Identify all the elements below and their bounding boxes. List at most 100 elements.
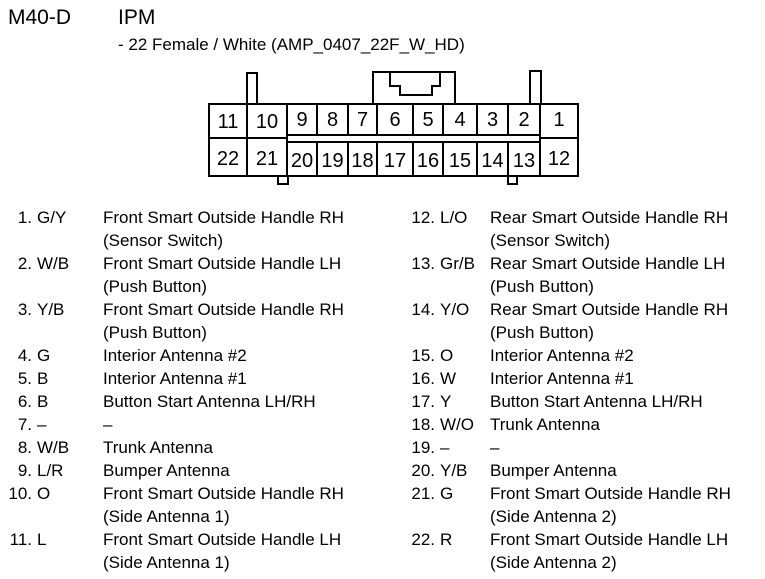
pin-number: 14 xyxy=(481,150,503,172)
pin-number: 9 xyxy=(296,109,307,131)
pin-num: 6. xyxy=(17,392,32,411)
pin-num: 8. xyxy=(17,438,32,457)
pin-assignment-list: 1. G/Y Front Smart Outside Handle RH (Senso… xyxy=(0,206,765,574)
pin-desc: Rear Smart Outside Handle RH(Push Button… xyxy=(490,298,765,344)
pin-num: 1. xyxy=(17,208,32,227)
pin-desc-main: Front Smart Outside Handle RH xyxy=(490,484,731,503)
wire-color-code: G xyxy=(37,346,51,365)
pin-num: 14. xyxy=(411,300,435,319)
bottom-right-tab-icon xyxy=(507,175,518,185)
latch-notch-icon xyxy=(389,72,441,96)
connector-id-title: M40-D xyxy=(8,6,72,29)
pin-cell-grid xyxy=(209,104,578,176)
pin-desc-sub: (Side Antenna 2) xyxy=(490,507,617,526)
pin-num: 10. xyxy=(8,484,32,503)
pin-number: 8 xyxy=(327,109,338,131)
wire-color-code: – xyxy=(37,415,47,434)
pin-row: 10. O Front Smart Outside Handle RH (Side A… xyxy=(0,482,765,528)
wire-color-code: Y/O xyxy=(440,300,470,319)
wire-color-code: W/B xyxy=(37,254,70,273)
pin-desc-main: Interior Antenna #2 xyxy=(103,346,247,365)
pin-desc-sub: (Push Button) xyxy=(490,323,594,342)
pin-desc: Front Smart Outside Handle LH(Push Butto… xyxy=(103,252,403,298)
pin-desc: Interior Antenna #2 xyxy=(103,344,403,367)
wire-color-code: W xyxy=(440,369,457,388)
pin-number: 15 xyxy=(449,150,471,172)
pin-num: 11. xyxy=(9,530,32,549)
pin-desc-main: Rear Smart Outside Handle RH xyxy=(490,208,729,227)
wire-color-code: W/B xyxy=(37,438,70,457)
pin-number: 11 xyxy=(218,111,239,133)
module-name-title: IPM xyxy=(118,6,156,29)
wire-color-code: – xyxy=(440,438,450,457)
pin-desc-main: Trunk Antenna xyxy=(490,415,600,434)
pin-number: 7 xyxy=(357,109,368,131)
pin-desc-sub: (Sensor Switch) xyxy=(490,231,610,250)
pin-desc-main: Bumper Antenna xyxy=(103,461,230,480)
pin-desc-sub: (Push Button) xyxy=(103,323,207,342)
pin-num: 13. xyxy=(411,254,435,273)
pin-desc: Button Start Antenna LH/RH xyxy=(490,390,765,413)
pin-desc: Trunk Antenna xyxy=(103,436,403,459)
pin-num: 12. xyxy=(411,208,435,227)
pin-desc: – xyxy=(490,436,765,459)
wire-color-code: L/R xyxy=(37,461,64,480)
pin-desc: Front Smart Outside Handle LH(Side Anten… xyxy=(103,528,403,574)
pin-desc: Trunk Antenna xyxy=(490,413,765,436)
pin-desc-sub: (Side Antenna 1) xyxy=(103,507,230,526)
pin-desc: Interior Antenna #1 xyxy=(103,367,403,390)
wire-color-code: Y/B xyxy=(440,461,468,480)
pin-desc-main: Trunk Antenna xyxy=(103,438,213,457)
wire-color-code: L/O xyxy=(440,208,468,227)
pin-num: 16. xyxy=(411,369,435,388)
wire-color-code: Y/B xyxy=(37,300,65,319)
pin-number: 6 xyxy=(389,109,400,131)
wire-color-code: O xyxy=(37,484,51,503)
pin-desc-main: Interior Antenna #1 xyxy=(103,369,247,388)
pin-desc-main: Interior Antenna #1 xyxy=(490,369,634,388)
top-left-tab-icon xyxy=(246,72,258,105)
wire-color-code: G xyxy=(440,484,454,503)
pin-desc-main: Button Start Antenna LH/RH xyxy=(490,392,703,411)
pin-num: 7. xyxy=(17,415,32,434)
pin-number: 10 xyxy=(256,111,278,133)
pin-number: 4 xyxy=(454,109,465,131)
pin-desc-main: Front Smart Outside Handle RH xyxy=(103,484,344,503)
pin-desc: Bumper Antenna xyxy=(490,459,765,482)
wire-color-code: W/O xyxy=(440,415,474,434)
pin-num: 15. xyxy=(411,346,435,365)
wire-color-code: G/Y xyxy=(37,208,67,227)
pin-desc-main: Rear Smart Outside Handle LH xyxy=(490,254,726,273)
pin-desc: Front Smart Outside Handle LH(Side Anten… xyxy=(490,528,765,574)
connector-subtitle: - 22 Female / White (AMP_0407_22F_W_HD) xyxy=(118,35,465,54)
wire-color-code: B xyxy=(37,369,49,388)
pin-desc: Rear Smart Outside Handle LH (Push Button… xyxy=(490,252,765,298)
pin-num: 22. xyxy=(411,530,435,549)
pin-desc-sub: (Push Button) xyxy=(490,277,594,296)
pin-number: 1 xyxy=(553,109,564,131)
connector-body xyxy=(208,103,579,177)
pin-number: 12 xyxy=(548,148,570,170)
pin-number: 17 xyxy=(384,150,406,172)
wire-color-code: Y xyxy=(440,392,452,411)
bottom-left-tab-icon xyxy=(277,175,289,185)
pin-desc: – xyxy=(103,413,403,436)
pin-num: 3. xyxy=(17,300,32,319)
pin-num: 18. xyxy=(411,415,435,434)
wire-color-code: R xyxy=(440,530,453,549)
pin-desc-main: – xyxy=(490,438,500,457)
pin-number: 20 xyxy=(291,150,313,172)
connector-diagram: 11 10 9 8 7 6 5 4 3 2 1 22 21 20 19 18 1… xyxy=(200,70,580,186)
pin-desc-main: – xyxy=(103,415,113,434)
pin-desc-sub: (Push Button) xyxy=(103,277,207,296)
pin-desc: Bumper Antenna xyxy=(103,459,403,482)
pin-desc-main: Button Start Antenna LH/RH xyxy=(103,392,316,411)
